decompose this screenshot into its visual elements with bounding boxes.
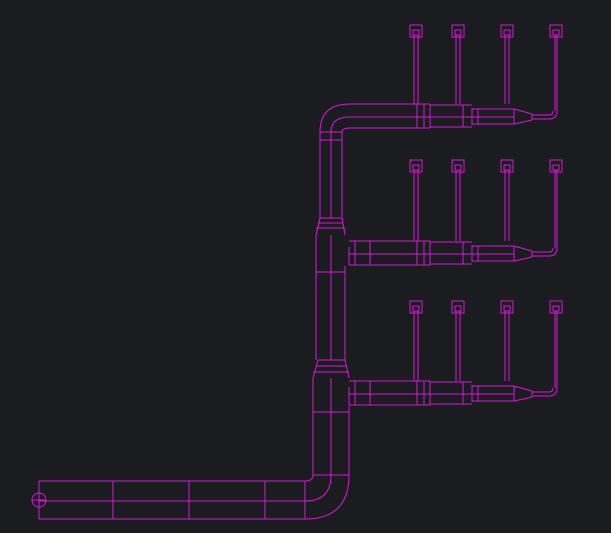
air-terminal[interactable] bbox=[549, 159, 563, 248]
air-terminal[interactable] bbox=[500, 24, 514, 104]
air-terminal[interactable] bbox=[451, 300, 465, 381]
air-terminal[interactable] bbox=[500, 300, 514, 381]
air-terminal[interactable] bbox=[409, 159, 423, 241]
air-terminal[interactable] bbox=[549, 300, 563, 388]
air-terminal[interactable] bbox=[451, 24, 465, 104]
branch-duct-upper[interactable] bbox=[350, 24, 563, 129]
duct-riser[interactable] bbox=[312, 103, 351, 475]
air-terminal[interactable] bbox=[549, 24, 563, 111]
duct-elbow-bottom[interactable] bbox=[304, 474, 350, 520]
branch-duct-middle[interactable] bbox=[348, 159, 563, 266]
branch-duct-lower[interactable] bbox=[348, 300, 563, 406]
main-duct-run[interactable] bbox=[31, 480, 306, 520]
air-terminal[interactable] bbox=[451, 159, 465, 241]
air-terminal[interactable] bbox=[409, 24, 423, 104]
air-terminal[interactable] bbox=[500, 159, 514, 241]
air-terminal[interactable] bbox=[409, 300, 423, 381]
